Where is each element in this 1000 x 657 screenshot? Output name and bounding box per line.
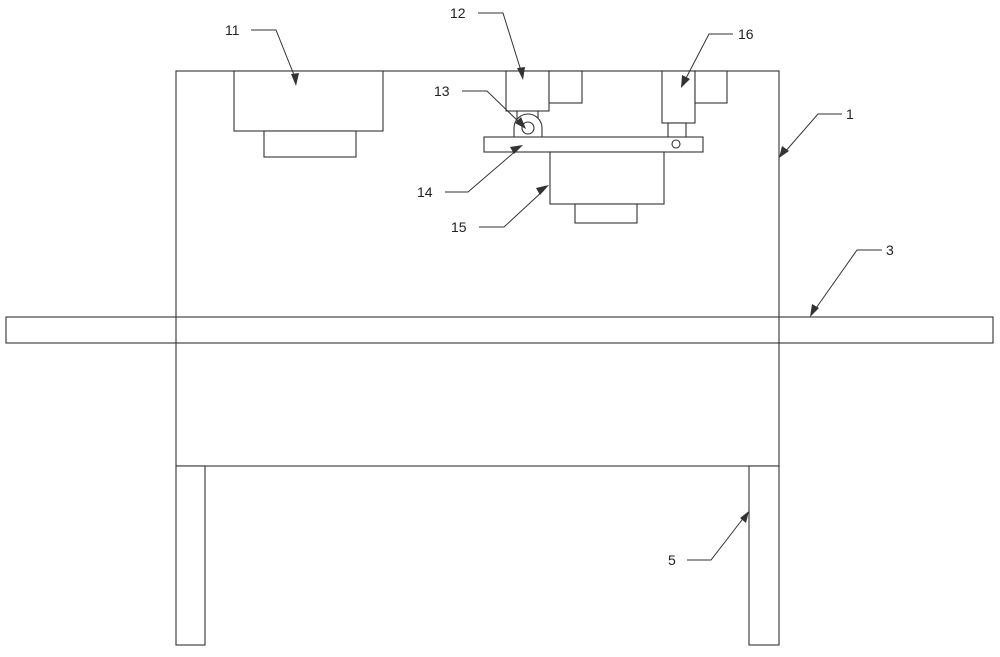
label-13: 13 xyxy=(434,83,450,99)
tool-unit-head xyxy=(574,203,638,224)
label-3: 3 xyxy=(886,242,894,258)
label-12: 12 xyxy=(450,5,466,21)
leader-12-arrowhead xyxy=(517,67,525,80)
left-leg xyxy=(175,465,206,646)
label-16: 16 xyxy=(738,26,754,42)
leader-14 xyxy=(445,148,519,193)
leader-3 xyxy=(813,249,882,312)
leader-5-arrowhead xyxy=(740,511,749,523)
plate-pin xyxy=(671,139,681,149)
label-1: 1 xyxy=(846,106,854,122)
leader-1 xyxy=(783,113,842,154)
leader-11 xyxy=(251,29,297,81)
tool-unit-body xyxy=(549,151,665,205)
cylinder-a-body xyxy=(505,70,550,112)
cylinder-b-body xyxy=(661,70,696,124)
leader-16-arrowhead xyxy=(681,75,690,88)
leader-3-arrowhead xyxy=(810,304,819,317)
leader-14-arrowhead xyxy=(510,145,523,154)
label-14: 14 xyxy=(417,184,433,200)
leader-12 xyxy=(478,12,523,75)
top-box-left-base xyxy=(263,130,357,158)
cylinder-b-side-block xyxy=(694,70,728,104)
leader-11-arrowhead xyxy=(291,73,299,86)
label-5: 5 xyxy=(668,552,676,568)
top-box-left xyxy=(233,70,384,132)
leader-13 xyxy=(462,90,522,125)
cylinder-a-side-block xyxy=(548,70,583,104)
leader-5 xyxy=(687,515,746,561)
leader-1-arrowhead xyxy=(779,146,789,158)
leader-15-arrowhead xyxy=(536,185,549,195)
hinge-pin xyxy=(521,121,535,135)
label-11: 11 xyxy=(225,22,240,38)
right-leg xyxy=(748,465,780,646)
leader-15 xyxy=(479,189,545,228)
leader-13-arrowhead xyxy=(515,117,526,129)
label-15: 15 xyxy=(451,219,467,235)
leader-16 xyxy=(683,33,733,83)
conveyor-belt xyxy=(5,316,994,344)
